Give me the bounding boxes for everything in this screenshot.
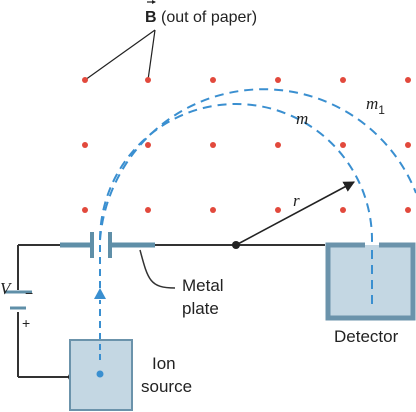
detector-label: Detector — [334, 327, 399, 346]
mass-m1-letter: m — [366, 94, 378, 113]
field-dot — [145, 142, 151, 148]
detector-walls — [325, 242, 416, 321]
field-dot — [210, 207, 216, 213]
battery-plus-label: + — [22, 315, 30, 331]
metal-plate-label-line2: plate — [182, 299, 219, 318]
field-dot — [82, 77, 88, 83]
trajectory-m — [99, 103, 373, 305]
ion-beam-arrowhead — [94, 288, 106, 299]
metal-plate-label-line1: Metal — [182, 276, 224, 295]
b-field-description: (out of paper) — [157, 9, 258, 26]
field-dot — [405, 77, 411, 83]
field-dot — [405, 142, 411, 148]
b-field-label: B (out of paper) — [145, 9, 257, 26]
b-vector-arrowhead — [152, 0, 156, 4]
field-dot — [275, 142, 281, 148]
detector-box — [325, 242, 416, 321]
ion-emitter-dot — [96, 370, 104, 378]
field-dot — [210, 142, 216, 148]
ion-source-label-line2: source — [141, 377, 192, 396]
b-pointer-line-right — [147, 29, 156, 81]
ion-source-label-line1: Ion — [152, 354, 176, 373]
battery-minus-label: − — [25, 285, 33, 301]
field-dot — [82, 142, 88, 148]
field-dot — [145, 207, 151, 213]
field-dot — [210, 77, 216, 83]
field-dot — [340, 142, 346, 148]
field-dot — [340, 77, 346, 83]
magnetic-field-dots — [82, 77, 411, 213]
voltage-label: V — [0, 279, 13, 298]
field-dot — [340, 207, 346, 213]
b-pointer-line-left — [84, 29, 156, 81]
radius-label: r — [293, 191, 300, 210]
field-dot — [275, 207, 281, 213]
field-dot — [275, 77, 281, 83]
mass-m-label: m — [296, 109, 308, 128]
battery-symbol — [4, 290, 32, 310]
field-dot — [145, 77, 151, 83]
mass-m1-label: m1 — [366, 94, 385, 117]
field-dot — [405, 207, 411, 213]
b-vector-symbol: B — [145, 9, 157, 26]
metal-plates — [60, 232, 155, 258]
metal-plate-callout-line — [139, 249, 176, 289]
field-dot — [82, 207, 88, 213]
trajectory-m1 — [99, 88, 416, 241]
radius-arrow — [235, 181, 355, 246]
mass-m1-subscript: 1 — [378, 103, 385, 117]
